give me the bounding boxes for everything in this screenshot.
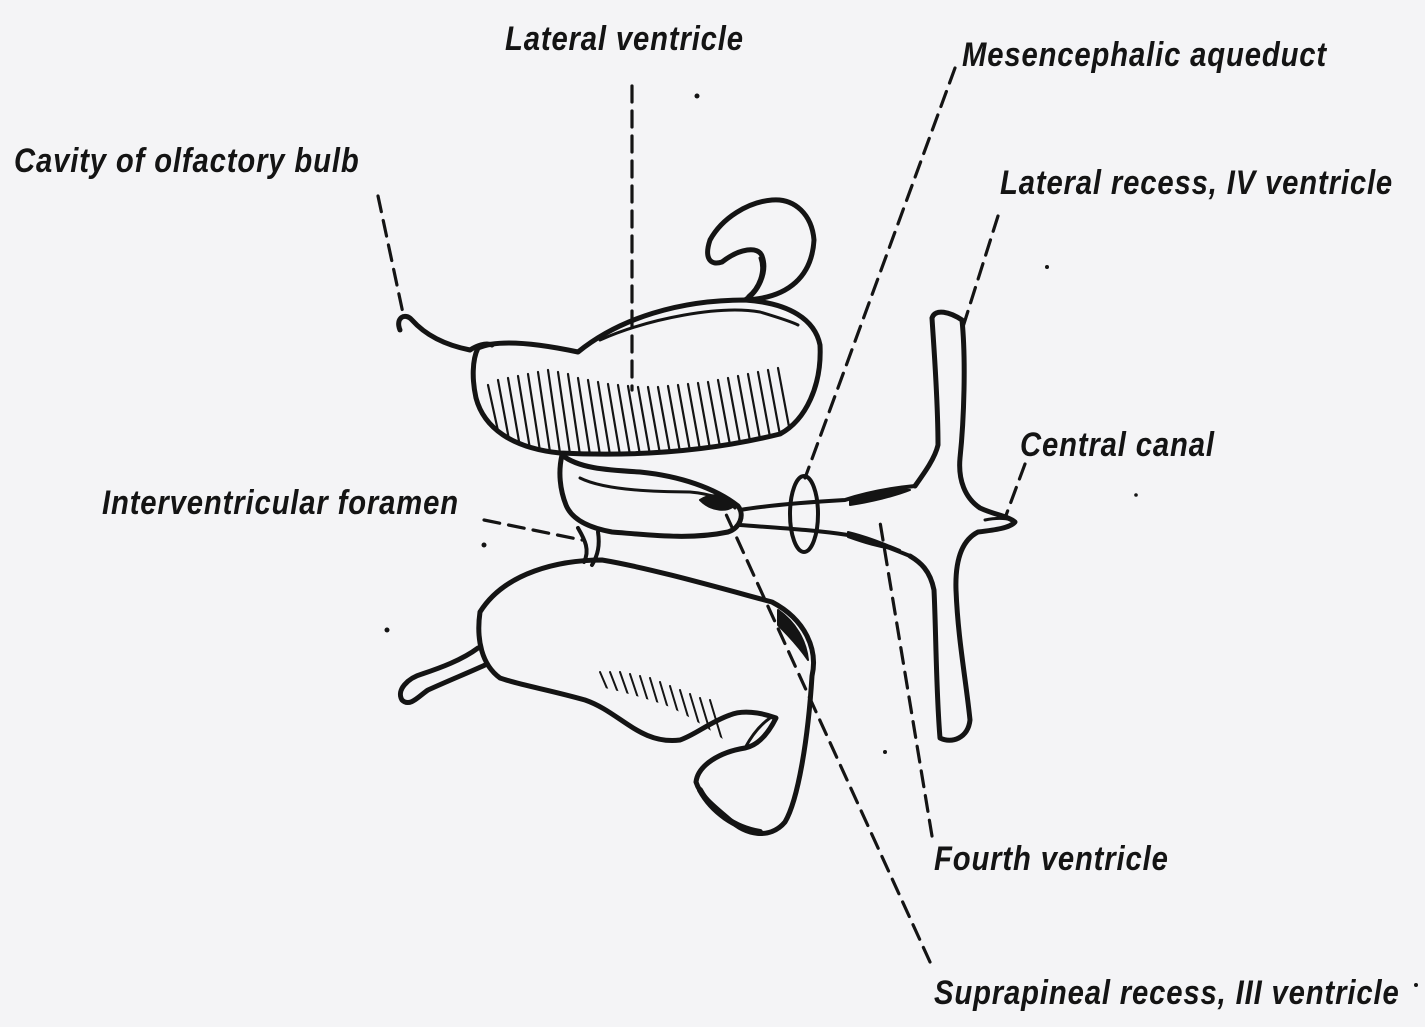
leader-mesencephalic-aqueduct xyxy=(805,68,955,478)
leader-lateral-recess xyxy=(962,216,998,330)
lower-lateral-ventricle xyxy=(400,560,813,834)
label-interventricular-foramen: Interventricular foramen xyxy=(102,486,459,520)
leader-olfactory-bulb xyxy=(378,196,404,318)
upper-superior-horn xyxy=(708,200,814,300)
label-lateral-ventricle: Lateral ventricle xyxy=(505,22,744,56)
leader-central-canal xyxy=(1005,464,1025,518)
upper-lateral-ventricle xyxy=(399,200,821,455)
lower-olfactory-stalk xyxy=(400,648,485,703)
aqueduct-marker-ring xyxy=(790,476,818,552)
central-canal-shape xyxy=(985,519,1012,521)
leader-suprapineal-recess xyxy=(725,512,930,962)
label-central-canal: Central canal xyxy=(1020,428,1215,462)
label-mesencephalic-aqueduct: Mesencephalic aqueduct xyxy=(962,38,1327,72)
upper-olfactory-stalk xyxy=(399,316,492,350)
fourth-ventricle-group xyxy=(740,312,1015,740)
leader-interventricular-foramen xyxy=(484,520,582,540)
label-fourth-ventricle: Fourth ventricle xyxy=(934,842,1169,876)
label-cavity-olfactory-bulb: Cavity of olfactory bulb xyxy=(14,144,360,178)
third-ventricle xyxy=(560,455,741,565)
label-suprapineal-recess: Suprapineal recess, III ventricle xyxy=(934,976,1400,1010)
paper-specks xyxy=(385,94,1419,988)
leader-lines xyxy=(378,68,1025,962)
fourth-ventricle-shape xyxy=(910,312,1015,740)
label-lateral-recess: Lateral recess, IV ventricle xyxy=(1000,166,1393,200)
